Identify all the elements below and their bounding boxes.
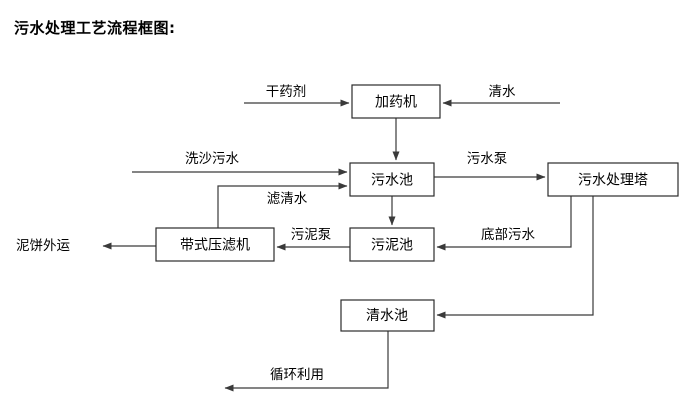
edge-label-filtered-water: 滤清水 — [267, 191, 308, 207]
node-belt-filter-press[interactable]: 带式压滤机 — [155, 227, 275, 262]
edge-label-clean-water: 清水 — [489, 84, 517, 100]
terminal-label-mud-cake-out: 泥饼外运 — [16, 238, 70, 254]
node-wastewater-pool[interactable]: 污水池 — [349, 162, 435, 197]
edge-label-bottom-sewage: 底部污水 — [481, 227, 535, 243]
edge-label-sewage-pump: 污水泵 — [467, 151, 508, 167]
edge-label-dry-chemical: 干药剂 — [266, 84, 307, 100]
edge-treatment-tower-to-clear-water-pool — [436, 196, 594, 319]
page-title: 污水处理工艺流程框图: — [14, 19, 176, 37]
node-treatment-tower[interactable]: 污水处理塔 — [547, 162, 679, 197]
node-label-sludge-pool: 污泥池 — [371, 238, 413, 254]
node-clear-water-pool[interactable]: 清水池 — [340, 299, 435, 332]
node-dosing-machine[interactable]: 加药机 — [351, 84, 441, 119]
edge-filtered-water-to-wastewater-pool — [217, 182, 348, 228]
edge-clear-water-pool-to-recycle-reuse — [224, 331, 389, 392]
edge-label-sand-wash-sewage: 洗沙污水 — [185, 151, 239, 167]
node-label-dosing-machine: 加药机 — [375, 95, 417, 111]
edge-label-recycle-reuse: 循环利用 — [270, 367, 324, 383]
edge-treatment-tower-bottom-sewage-to-sludge-pool — [436, 196, 572, 251]
node-sludge-pool[interactable]: 污泥池 — [349, 227, 435, 262]
node-label-belt-filter-press: 带式压滤机 — [180, 238, 250, 254]
node-label-wastewater-pool: 污水池 — [371, 173, 413, 189]
node-label-treatment-tower: 污水处理塔 — [578, 173, 648, 189]
node-label-clear-water-pool: 清水池 — [366, 308, 408, 324]
edge-label-sludge-pump: 污泥泵 — [291, 227, 332, 243]
